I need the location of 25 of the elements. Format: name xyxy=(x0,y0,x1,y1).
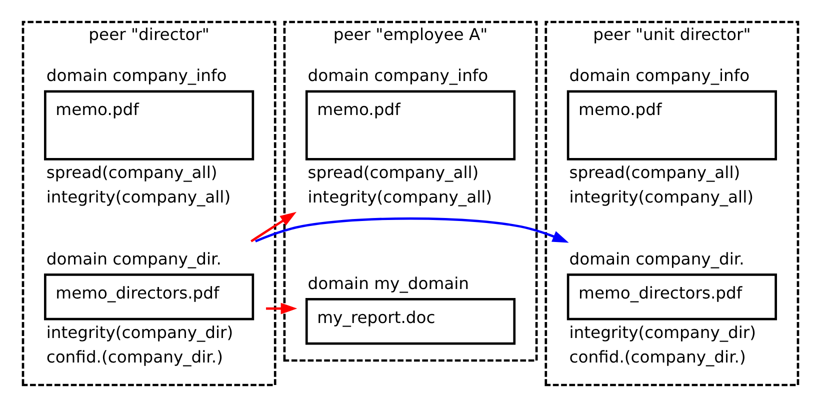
node-label: domain company_info xyxy=(307,66,488,86)
node-label: confid.(company_dir.) xyxy=(568,347,746,366)
node-label: domain company_dir. xyxy=(46,249,221,268)
node-label: integrity(company_dir) xyxy=(46,322,233,342)
arrow xyxy=(250,212,296,242)
node-box: memo.pdf xyxy=(566,90,776,160)
node-box: memo.pdf xyxy=(304,90,516,160)
node-label: domain my_domain xyxy=(307,274,469,293)
node-label: integrity(company_dir) xyxy=(568,322,756,342)
node-box: memo_directors.pdf xyxy=(566,274,776,320)
node-label: spread(company_all) xyxy=(46,163,217,182)
node-label: confid.(company_dir.) xyxy=(46,347,222,366)
node-box: my_report.doc xyxy=(304,298,516,345)
node-box: memo_directors.pdf xyxy=(44,274,254,320)
node-label: spread(company_all) xyxy=(568,163,740,182)
node-label: integrity(company_all) xyxy=(307,188,492,207)
arrow xyxy=(254,217,568,243)
arrow xyxy=(266,302,297,314)
node-label: integrity(company_all) xyxy=(568,188,753,207)
node-label: domain company_info xyxy=(46,66,226,86)
node-label: integrity(company_all) xyxy=(46,188,230,207)
node-label: domain company_info xyxy=(568,66,750,86)
node-box: memo.pdf xyxy=(44,90,254,160)
node-label: domain company_dir. xyxy=(568,249,744,268)
node-label: spread(company_all) xyxy=(307,163,478,182)
